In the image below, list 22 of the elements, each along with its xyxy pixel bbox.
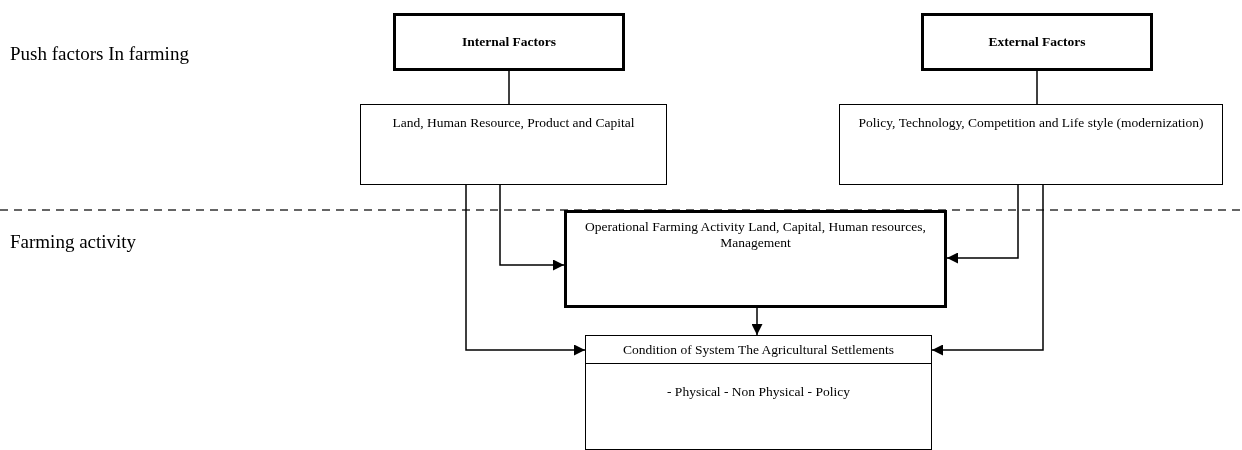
list-text: - Physical - Non Physical - Policy (666, 384, 851, 400)
arrow (751, 307, 763, 336)
node-text: Internal Factors (460, 34, 558, 50)
activity-box (564, 210, 947, 308)
heading-box (921, 13, 1153, 71)
node-text: Operational Farming Activity Land, Capital, Human resources, Management (584, 219, 927, 251)
node-text: Policy, Technology, Competition and Life style (modernization) (857, 115, 1205, 131)
section-label: Push factors In farming (10, 42, 190, 66)
factor-box (360, 104, 667, 185)
connector-line (508, 70, 510, 105)
connector-line (1036, 70, 1038, 105)
node-text: Land, Human Resource, Product and Capital (391, 115, 636, 131)
arrow (946, 184, 1019, 264)
arrow (465, 184, 586, 356)
node-text: Condition of System The Agricultural Settlements (622, 342, 895, 358)
factor-box (839, 104, 1223, 185)
result-box (585, 335, 932, 450)
heading-box (393, 13, 625, 71)
node-text: External Factors (987, 34, 1087, 50)
section-label: Farming activity (10, 230, 138, 254)
arrow (931, 184, 1044, 356)
arrow (499, 184, 565, 271)
